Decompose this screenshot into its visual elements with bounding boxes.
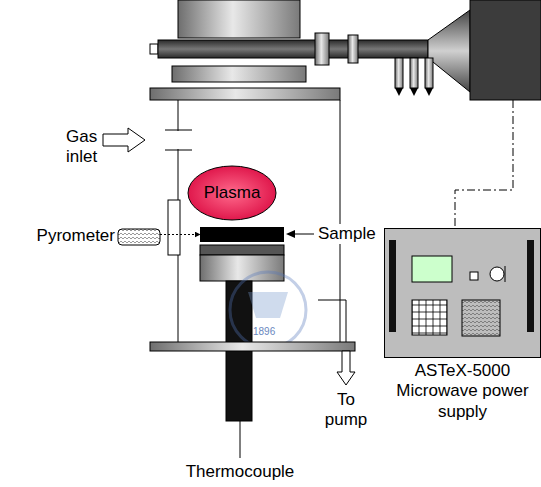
waveguide-end	[150, 44, 158, 54]
sample: Sample	[200, 227, 284, 242]
power-supply-panel	[384, 228, 541, 358]
holder-top	[200, 245, 284, 255]
pyrometer: Pyrometer	[118, 229, 160, 245]
tuning-stubs	[395, 58, 433, 96]
power-supply: ASTeX-5000 Microwave power supply	[384, 228, 541, 358]
waveguide	[158, 40, 428, 58]
waveguide-horn	[428, 10, 470, 92]
watermark	[230, 272, 306, 348]
cavity-ring	[172, 66, 306, 82]
thermocouple-wire	[240, 421, 241, 458]
control-line	[455, 100, 513, 228]
holder	[200, 255, 284, 281]
magnetron-head	[470, 0, 541, 100]
inlet-arrow	[103, 128, 145, 152]
port-label: Gas inlet	[66, 127, 106, 168]
pyrometer-body	[118, 229, 160, 245]
sample-leader	[292, 234, 314, 235]
chamber-wall	[340, 100, 341, 342]
flange	[315, 33, 329, 65]
node-label: Sample	[318, 224, 376, 244]
node-label: Pyrometer	[37, 226, 115, 246]
pump-arrow	[337, 351, 355, 385]
cavity	[178, 0, 300, 38]
sample-leader-head	[286, 230, 295, 238]
top-plate	[150, 88, 340, 100]
sight-line	[160, 234, 200, 235]
bottom-plate	[150, 342, 355, 351]
viewport	[168, 200, 180, 255]
plasma-region: Plasma	[187, 165, 277, 221]
gas-inlet-port	[165, 130, 192, 150]
pump-line	[318, 300, 346, 342]
node-label: Plasma	[204, 183, 261, 203]
node-label: ASTeX-5000 Microwave power supply	[385, 361, 540, 422]
watermark-text: 1896	[253, 326, 287, 338]
flange	[348, 35, 358, 63]
part-label: Thermocouple	[180, 462, 300, 482]
port-label: To pump	[320, 390, 372, 431]
